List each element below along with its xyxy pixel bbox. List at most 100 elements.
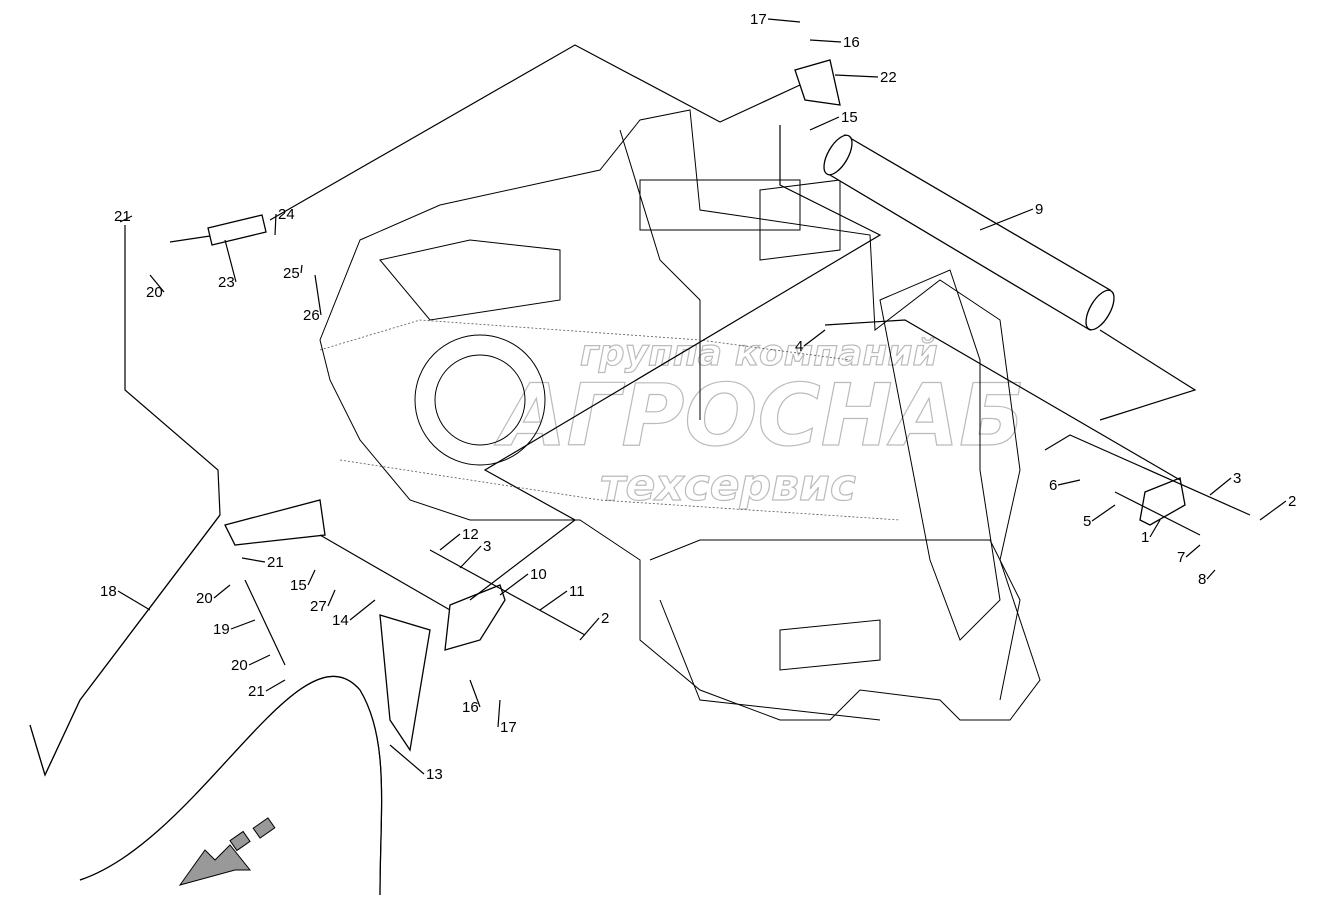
callout-number: 6 — [1049, 477, 1057, 494]
callout-5: 5 — [1083, 504, 1116, 530]
callout-1: 1 — [1141, 519, 1161, 546]
callout-25: 25 — [283, 264, 303, 282]
leader-line — [248, 654, 271, 666]
callout-number: 8 — [1198, 571, 1206, 588]
leader-line — [1259, 500, 1287, 521]
callout-9: 9 — [979, 201, 1043, 231]
watermark-line1: группа компаний — [580, 333, 938, 374]
callout-3: 3 — [1209, 470, 1241, 496]
callout-27: 27 — [310, 589, 336, 615]
leader-line — [979, 208, 1034, 231]
cylinder-part-23 — [169, 214, 267, 246]
callout-number: 11 — [569, 583, 585, 600]
leader-line — [1091, 504, 1116, 522]
callout-number: 2 — [601, 610, 609, 627]
leader-line — [499, 573, 529, 596]
watermark-line2: АГРОСНАБ — [494, 366, 1025, 466]
callout-16: 16 — [809, 34, 860, 51]
leader-line — [314, 274, 322, 316]
leader-line — [213, 584, 231, 599]
leader-line — [300, 264, 303, 274]
roller-part-9 — [823, 134, 1115, 331]
callout-number: 23 — [218, 274, 235, 291]
callout-16: 16 — [462, 679, 481, 716]
callout-20: 20 — [146, 274, 165, 301]
callout-number: 25 — [283, 265, 300, 282]
callout-17: 17 — [750, 11, 801, 28]
callout-number: 3 — [483, 538, 491, 555]
callout-number: 20 — [146, 284, 163, 301]
callout-4: 4 — [795, 329, 826, 355]
leader-line — [1185, 544, 1201, 558]
callout-number: 26 — [303, 307, 320, 324]
callout-13: 13 — [389, 744, 443, 783]
callout-20: 20 — [231, 654, 271, 674]
callout-2: 2 — [1259, 493, 1296, 521]
leader-line — [241, 557, 266, 563]
callout-number: 2 — [1288, 493, 1296, 510]
callout-15: 15 — [290, 569, 316, 594]
callout-6: 6 — [1049, 477, 1081, 494]
callouts: 1716221592421202325264326517812310112211… — [100, 11, 1296, 783]
leader-line — [224, 239, 237, 283]
callout-number: 21 — [248, 683, 265, 700]
callout-number: 17 — [500, 719, 517, 736]
callout-number: 14 — [332, 612, 349, 629]
callout-number: 5 — [1083, 513, 1091, 530]
callout-21: 21 — [114, 208, 133, 225]
travel-direction-arrow — [178, 817, 276, 886]
callout-number: 17 — [750, 11, 767, 28]
leader-line — [579, 617, 600, 641]
machine-frame — [319, 109, 1041, 721]
leader-line — [149, 274, 165, 293]
callout-number: 21 — [267, 554, 284, 571]
bracket-part-22 — [794, 59, 841, 106]
leader-line — [119, 215, 133, 223]
callout-number: 9 — [1035, 201, 1043, 218]
callout-10: 10 — [499, 566, 547, 596]
callout-17: 17 — [497, 699, 517, 736]
leader-line — [834, 74, 879, 78]
callout-2: 2 — [579, 610, 609, 641]
callout-19: 19 — [213, 619, 256, 638]
handle-parts — [29, 499, 431, 896]
leader-line — [1206, 569, 1216, 580]
callout-number: 10 — [530, 566, 547, 583]
callout-11: 11 — [539, 583, 585, 611]
leader-line — [809, 39, 842, 43]
leader-line — [1057, 479, 1081, 486]
callout-number: 18 — [100, 583, 117, 600]
callout-24: 24 — [274, 206, 295, 236]
callout-number: 16 — [843, 34, 860, 51]
leader-line — [1149, 519, 1161, 538]
leader-line — [497, 699, 501, 728]
callout-3: 3 — [459, 538, 491, 569]
callout-12: 12 — [439, 526, 479, 551]
watermark: группа компаний АГРОСНАБ техсервис — [493, 332, 1025, 511]
leader-line — [327, 589, 336, 607]
callout-21: 21 — [248, 679, 286, 700]
leader-line — [539, 590, 568, 611]
callout-number: 12 — [462, 526, 479, 543]
leader-line — [307, 569, 316, 586]
callout-number: 15 — [841, 109, 858, 126]
callout-number: 7 — [1177, 549, 1185, 566]
callout-number: 22 — [880, 69, 897, 86]
leader-line — [809, 116, 840, 131]
callout-14: 14 — [332, 599, 376, 629]
callout-15: 15 — [809, 109, 858, 131]
leader-line — [1209, 477, 1232, 496]
assembly-lines — [124, 44, 1251, 666]
callout-number: 4 — [795, 338, 803, 355]
plate-part-10 — [444, 584, 506, 651]
leader-line — [767, 18, 801, 23]
callout-number: 20 — [231, 657, 248, 674]
callout-8: 8 — [1198, 569, 1216, 588]
callout-number: 19 — [213, 621, 230, 638]
leader-line — [439, 533, 461, 551]
leader-line — [803, 329, 826, 347]
callout-7: 7 — [1177, 544, 1201, 566]
callout-number: 20 — [196, 590, 213, 607]
callout-number: 13 — [426, 766, 443, 783]
